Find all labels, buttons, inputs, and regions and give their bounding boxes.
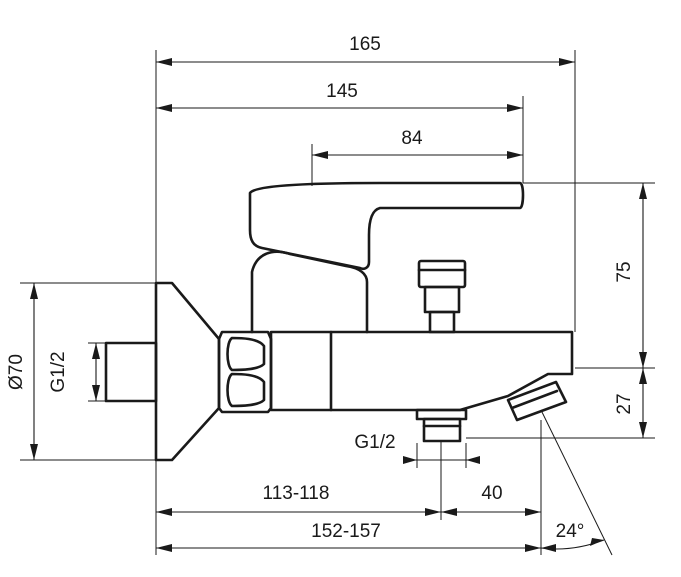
- label-145: 145: [326, 81, 358, 102]
- label-152-157: 152-157: [311, 521, 381, 542]
- mixer-body: [269, 330, 574, 412]
- label-165: 165: [349, 34, 381, 55]
- label-d70: Ø70: [6, 354, 27, 390]
- spout-aerator-inner: [510, 389, 559, 410]
- nut-upper-hex: [226, 336, 266, 372]
- label-75: 75: [614, 261, 635, 282]
- label-84: 84: [401, 128, 423, 149]
- nut-lower-hex: [226, 372, 266, 408]
- bottom-outlet: [415, 408, 468, 421]
- label-24deg: 24°: [556, 521, 585, 542]
- dimension-lines: [30, 58, 647, 552]
- bottom-outlet-nut: [422, 417, 462, 443]
- wall-rosette: [154, 281, 221, 462]
- diverter-shaft-upper: [423, 285, 461, 314]
- dimension-labels: 165 145 84 75 27 Ø70 G1/2 G1/2 113-118 4…: [6, 34, 635, 542]
- label-113-118: 113-118: [263, 483, 330, 504]
- label-27: 27: [614, 393, 635, 414]
- cartridge-housing: [250, 250, 369, 334]
- wall-thread-nipple: [104, 341, 158, 403]
- extension-lines: [20, 50, 655, 556]
- label-40: 40: [481, 483, 502, 504]
- label-wall-g12: G1/2: [48, 351, 69, 392]
- label-outlet-g12: G1/2: [354, 432, 395, 453]
- spout-aerator: [506, 380, 568, 422]
- lever-handle: [248, 181, 525, 271]
- diverter-cap: [417, 259, 467, 289]
- diverter-stem: [428, 310, 456, 334]
- faucet-outline: [104, 181, 574, 462]
